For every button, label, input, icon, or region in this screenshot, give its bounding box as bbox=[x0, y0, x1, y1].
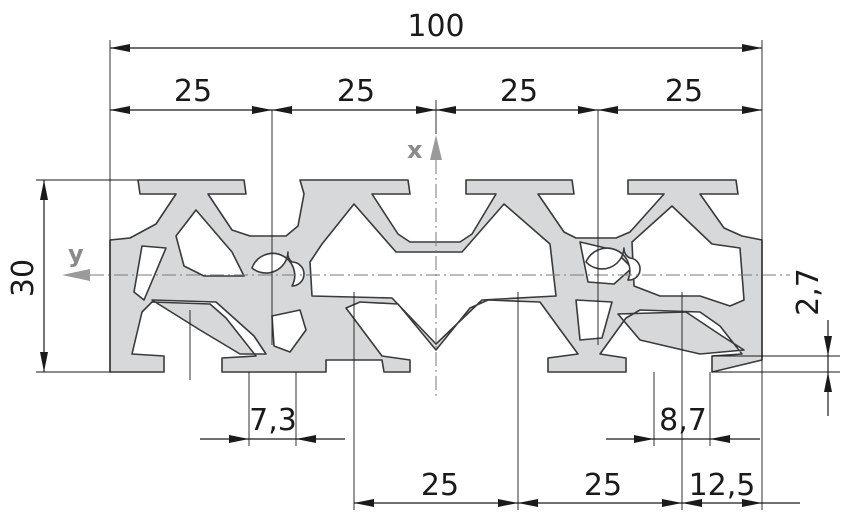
arrowhead-icon bbox=[296, 435, 316, 443]
right-slot-width-value: 8,7 bbox=[659, 403, 707, 438]
arrowhead-icon bbox=[598, 106, 618, 114]
height-dimension: 30 bbox=[6, 179, 138, 373]
arrowhead-icon bbox=[110, 106, 130, 114]
x-axis-label: x bbox=[407, 136, 423, 164]
left-core-bore bbox=[251, 251, 305, 287]
overall-width-value: 100 bbox=[407, 9, 464, 44]
arrowhead-icon bbox=[252, 106, 272, 114]
center-lines bbox=[90, 110, 790, 510]
axis-indicators: x y bbox=[62, 135, 442, 281]
arrowhead-icon bbox=[824, 372, 832, 392]
arrowhead-icon bbox=[578, 106, 598, 114]
pitch-value-2: 25 bbox=[337, 74, 375, 109]
slot-offset-value: 2,7 bbox=[791, 268, 826, 316]
bottom-pitch-dimensions: 25 25 12,5 bbox=[354, 372, 800, 510]
arrowhead-icon bbox=[634, 435, 654, 443]
arrowhead-icon bbox=[742, 499, 762, 507]
edge-distance-value: 12,5 bbox=[689, 468, 756, 503]
overall-width-dimension: 100 bbox=[109, 9, 763, 372]
pitch-value-4: 25 bbox=[665, 74, 703, 109]
pitch-value-3: 25 bbox=[500, 74, 538, 109]
y-axis-arrow-icon bbox=[62, 269, 90, 281]
x-axis-arrow-icon bbox=[430, 135, 442, 160]
arrowhead-icon bbox=[272, 106, 292, 114]
arrowhead-icon bbox=[40, 180, 48, 200]
arrowhead-icon bbox=[354, 499, 374, 507]
bottom-pitch-value-2: 25 bbox=[584, 468, 622, 503]
aluminium-profile bbox=[109, 179, 763, 373]
arrowhead-icon bbox=[110, 44, 130, 52]
right-slot-width-dimension: 8,7 bbox=[606, 372, 760, 446]
arrowhead-icon bbox=[742, 106, 762, 114]
arrowhead-icon bbox=[40, 352, 48, 372]
arrowhead-icon bbox=[824, 336, 832, 356]
bottom-pitch-value-1: 25 bbox=[421, 468, 459, 503]
left-slot-width-dimension: 7,3 bbox=[200, 372, 345, 446]
arrowhead-icon bbox=[229, 435, 249, 443]
arrowhead-icon bbox=[742, 44, 762, 52]
top-pitch-dimensions: 25 25 25 25 bbox=[110, 74, 762, 134]
arrowhead-icon bbox=[518, 499, 538, 507]
arrowhead-icon bbox=[498, 499, 518, 507]
right-core-bore bbox=[585, 247, 641, 281]
arrowhead-icon bbox=[416, 106, 436, 114]
height-value: 30 bbox=[6, 259, 41, 297]
arrowhead-icon bbox=[682, 499, 702, 507]
left-slot-width-value: 7,3 bbox=[249, 403, 297, 438]
arrowhead-icon bbox=[710, 435, 730, 443]
arrowhead-icon bbox=[436, 106, 456, 114]
pitch-value-1: 25 bbox=[174, 74, 212, 109]
y-axis-label: y bbox=[68, 240, 84, 268]
arrowhead-icon bbox=[662, 499, 682, 507]
slot-offset-dimension: 2,7 bbox=[712, 268, 840, 416]
